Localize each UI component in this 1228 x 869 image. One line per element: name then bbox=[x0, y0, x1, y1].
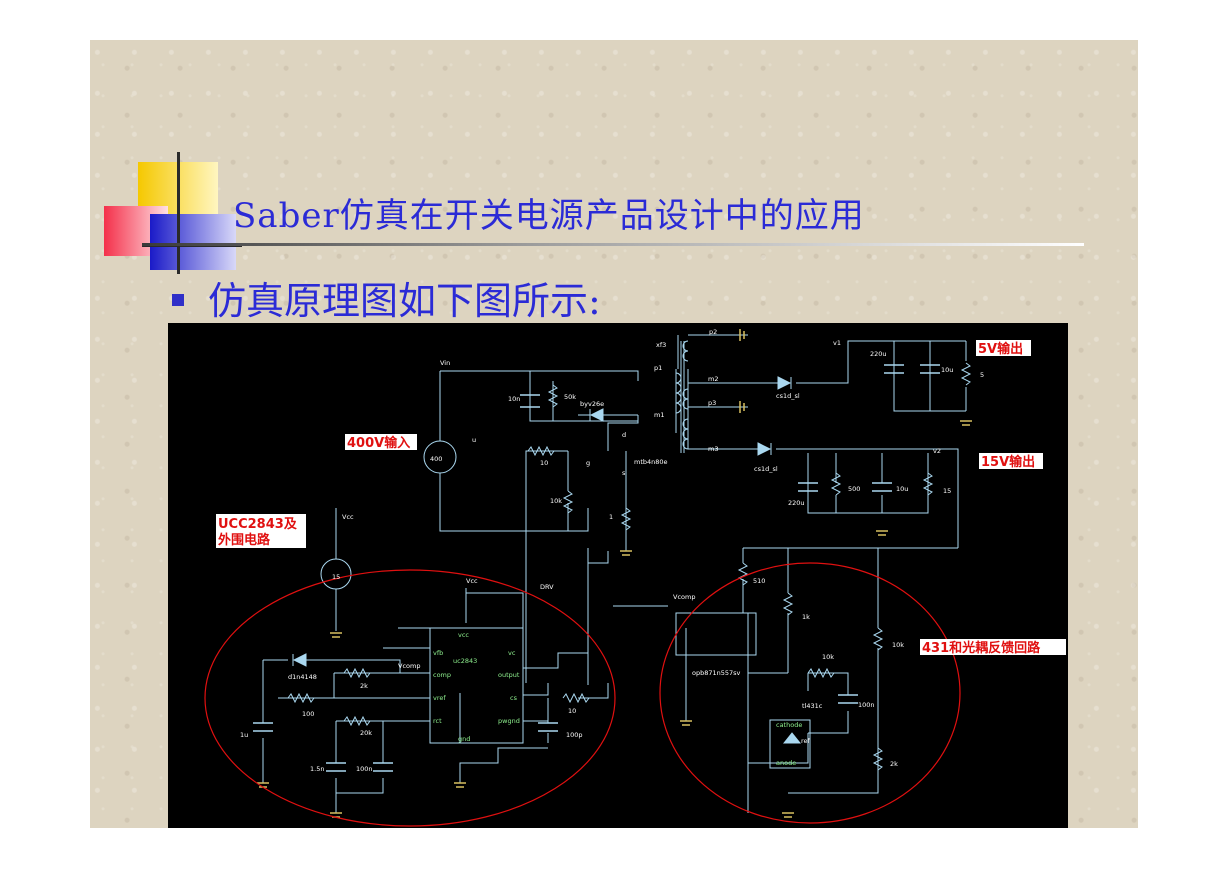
slide-title: Saber仿真在开关电源产品设计中的应用 bbox=[233, 196, 865, 236]
label-ic-comp: comp bbox=[433, 671, 451, 679]
label-ic-pwrgnd: pwgnd bbox=[498, 717, 520, 725]
label-src-u: u bbox=[472, 436, 476, 444]
label-ref: ref bbox=[801, 737, 811, 745]
label-r15: 15 bbox=[943, 487, 951, 495]
label-r10a: 10 bbox=[540, 459, 548, 467]
label-m3: m3 bbox=[708, 445, 718, 453]
label-r100: 100 bbox=[302, 710, 314, 718]
annotation-400v-input: 400V输入 bbox=[347, 435, 410, 451]
label-vcc2: Vcc bbox=[466, 577, 478, 585]
capacitors bbox=[253, 364, 940, 772]
label-ic-cs: cs bbox=[510, 694, 518, 702]
label-r500: 500 bbox=[848, 485, 860, 493]
deco-vertical-line bbox=[177, 152, 180, 274]
label-fet-g: g bbox=[586, 459, 590, 467]
slide: Saber仿真在开关电源产品设计中的应用 仿真原理图如下图所示: bbox=[90, 40, 1138, 828]
label-ic-output: output bbox=[498, 671, 520, 679]
deco-blue-block bbox=[150, 214, 236, 270]
label-ic-vref: vref bbox=[433, 694, 446, 702]
label-c15n: 1.5n bbox=[310, 765, 324, 773]
label-ic-rct: rct bbox=[433, 717, 442, 725]
label-p1: p1 bbox=[654, 364, 662, 372]
annotations: 5V输出 15V输出 400V输入 UCC2843及 外围电路 431和光耦反馈… bbox=[216, 340, 1066, 656]
label-src15: 15 bbox=[332, 573, 340, 581]
label-xfmr: xf3 bbox=[656, 341, 666, 349]
label-r1k: 1k bbox=[802, 613, 810, 621]
label-c1u: 1u bbox=[240, 731, 248, 739]
label-c100n-b: 100n bbox=[858, 701, 875, 709]
label-v1: v1 bbox=[833, 339, 841, 347]
label-cathode: cathode bbox=[776, 721, 802, 729]
wires bbox=[262, 334, 967, 813]
label-c220u-a: 220u bbox=[870, 350, 887, 358]
label-p3: p3 bbox=[708, 399, 716, 407]
annotation-15v-output: 15V输出 bbox=[981, 454, 1035, 470]
annotation-peripheral: 外围电路 bbox=[217, 532, 271, 548]
annotation-5v-output: 5V输出 bbox=[978, 341, 1023, 357]
label-vin: Vin bbox=[440, 359, 450, 367]
label-ic-name: uc2843 bbox=[453, 657, 477, 665]
component-labels: Vin xf3 p2 p1 m2 p3 m1 m3 v1 v2 220u 10u… bbox=[240, 328, 984, 773]
label-anode: anode bbox=[776, 759, 796, 767]
label-ic-vcc: vcc bbox=[458, 631, 469, 639]
label-src400: 400 bbox=[430, 455, 442, 463]
label-opto: opb871n557sv bbox=[692, 669, 741, 677]
label-ic-vc: vc bbox=[508, 649, 516, 657]
label-c10n: 10n bbox=[508, 395, 520, 403]
label-c100n-a: 100n bbox=[356, 765, 373, 773]
label-c10u-b: 10u bbox=[896, 485, 908, 493]
label-v2: v2 bbox=[933, 447, 941, 455]
label-c100p: 100p bbox=[566, 731, 583, 739]
label-vcc1: Vcc bbox=[342, 513, 354, 521]
label-r10k-c: 10k bbox=[892, 641, 904, 649]
label-d2: cs1d_sl bbox=[754, 465, 778, 473]
label-r2k-b: 2k bbox=[890, 760, 898, 768]
label-m1: m1 bbox=[654, 411, 664, 419]
title-underline bbox=[142, 243, 1084, 246]
label-r10k-b: 10k bbox=[822, 653, 834, 661]
label-r50k: 50k bbox=[564, 393, 576, 401]
label-r5: 5 bbox=[980, 371, 984, 379]
bullet-marker bbox=[172, 294, 184, 306]
label-vcomp1: Vcomp bbox=[398, 662, 420, 670]
label-r10k-a: 10k bbox=[550, 497, 562, 505]
label-ic-vfb: vfb bbox=[433, 649, 443, 657]
label-r510: 510 bbox=[753, 577, 765, 585]
annotation-ucc2843: UCC2843及 bbox=[218, 517, 298, 532]
schematic-diagram: Vin xf3 p2 p1 m2 p3 m1 m3 v1 v2 220u 10u… bbox=[168, 323, 1068, 828]
uc2843-chip bbox=[429, 627, 524, 744]
source-15v bbox=[320, 558, 352, 590]
label-r10b: 10 bbox=[568, 707, 576, 715]
label-fet-d: d bbox=[622, 431, 626, 439]
transformer bbox=[675, 340, 689, 453]
label-p2: p2 bbox=[709, 328, 717, 336]
label-r20k: 20k bbox=[360, 729, 372, 737]
label-fet-s: s bbox=[622, 469, 626, 477]
label-fet: mtb4n80e bbox=[634, 458, 668, 466]
bullet-text: 仿真原理图如下图所示: bbox=[208, 279, 601, 323]
label-d1: cs1d_sl bbox=[776, 392, 800, 400]
label-byv: byv26e bbox=[580, 400, 604, 408]
label-tl431: tl431c bbox=[802, 702, 823, 710]
schematic-background bbox=[168, 323, 1068, 828]
label-dz: d1n4148 bbox=[288, 673, 317, 681]
resistors bbox=[287, 362, 972, 771]
ground-symbols bbox=[257, 329, 972, 818]
label-ic-gnd: gnd bbox=[458, 735, 470, 743]
label-vcomp2: Vcomp bbox=[673, 593, 695, 601]
label-m2: m2 bbox=[708, 375, 718, 383]
label-r1: 1 bbox=[609, 513, 613, 521]
label-r2k: 2k bbox=[360, 682, 368, 690]
label-drv: DRV bbox=[540, 583, 554, 591]
feedback-region-ellipse bbox=[659, 562, 961, 824]
ucc-region-ellipse bbox=[204, 569, 616, 827]
source-400v bbox=[423, 440, 457, 474]
diodes bbox=[292, 376, 802, 744]
label-c10u-a: 10u bbox=[941, 366, 953, 374]
tl431-chip bbox=[769, 719, 811, 769]
label-c220u-b: 220u bbox=[788, 499, 805, 507]
annotation-feedback-loop: 431和光耦反馈回路 bbox=[922, 640, 1041, 656]
